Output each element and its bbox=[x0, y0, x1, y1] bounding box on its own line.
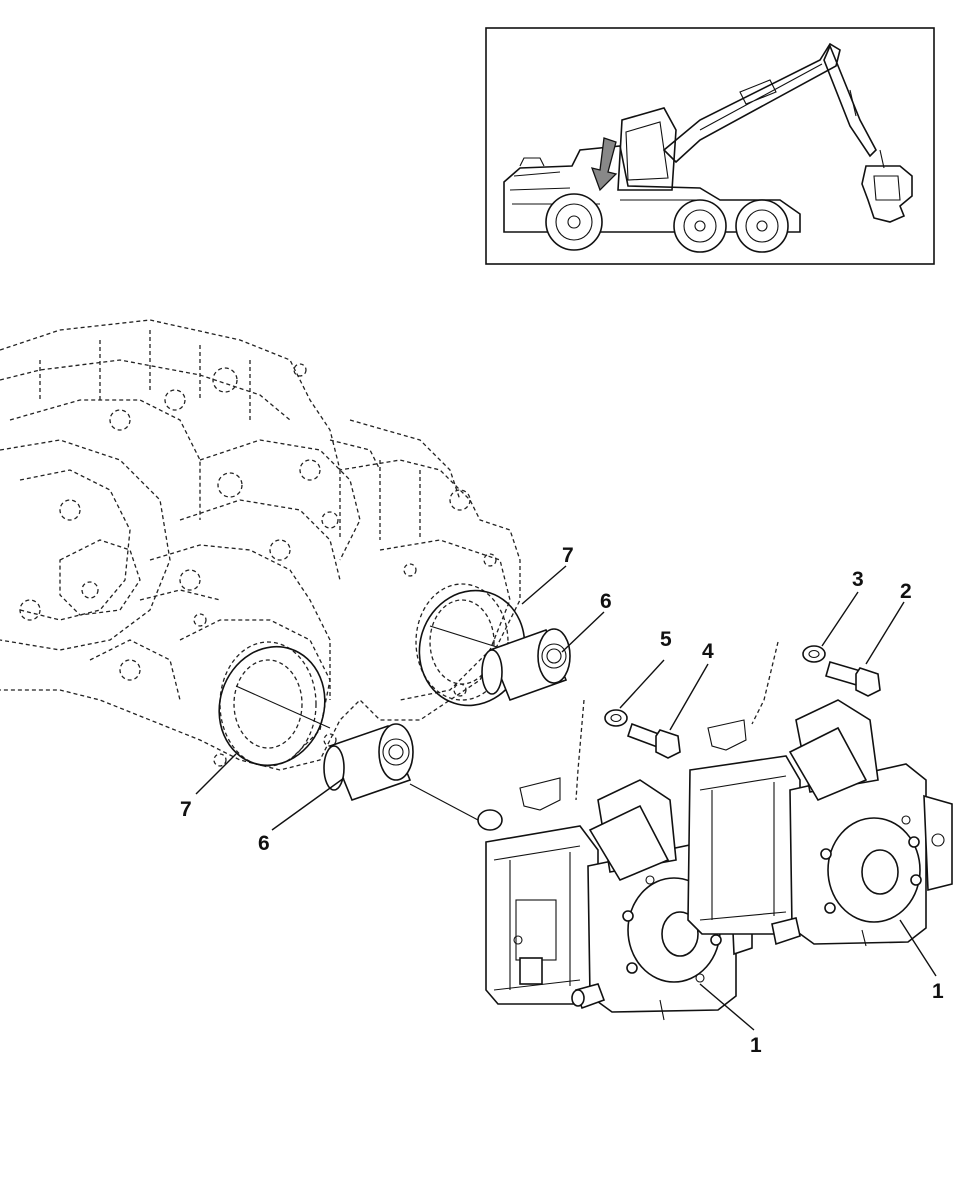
bolt-4 bbox=[626, 722, 681, 759]
down-arrow-icon bbox=[590, 137, 618, 192]
locator-inset bbox=[485, 27, 935, 265]
callout-5: 5 bbox=[660, 628, 672, 651]
axis-line-lower bbox=[235, 685, 331, 729]
washer-3 bbox=[802, 645, 826, 663]
coupling-sleeve-lower bbox=[323, 723, 414, 802]
bolt-2 bbox=[825, 661, 881, 697]
washer-5 bbox=[604, 709, 628, 727]
callout-7-lower: 7 bbox=[180, 798, 192, 821]
callout-2: 2 bbox=[900, 580, 912, 603]
callout-6-lower: 6 bbox=[258, 832, 270, 855]
assembly-line-washer-3 bbox=[751, 641, 779, 725]
inset-frame bbox=[485, 27, 935, 265]
assembly-line-washer-5 bbox=[575, 699, 585, 801]
callout-1-left: 1 bbox=[750, 1034, 762, 1057]
coupling-sleeve-upper bbox=[481, 628, 571, 702]
phantom-gearbox-outline bbox=[0, 319, 521, 771]
hydraulic-pump-right bbox=[687, 699, 953, 947]
harvester-machine-illustration bbox=[503, 42, 913, 253]
callout-3: 3 bbox=[852, 568, 864, 591]
callout-7-upper: 7 bbox=[562, 544, 574, 567]
callout-4: 4 bbox=[702, 640, 714, 663]
callout-6-upper: 6 bbox=[600, 590, 612, 613]
callout-1-right: 1 bbox=[932, 980, 944, 1003]
leader-lines bbox=[195, 565, 937, 1031]
o-ring-lower bbox=[218, 645, 326, 767]
axis-line-lower-pump bbox=[409, 783, 479, 821]
axis-line-upper bbox=[429, 625, 501, 649]
